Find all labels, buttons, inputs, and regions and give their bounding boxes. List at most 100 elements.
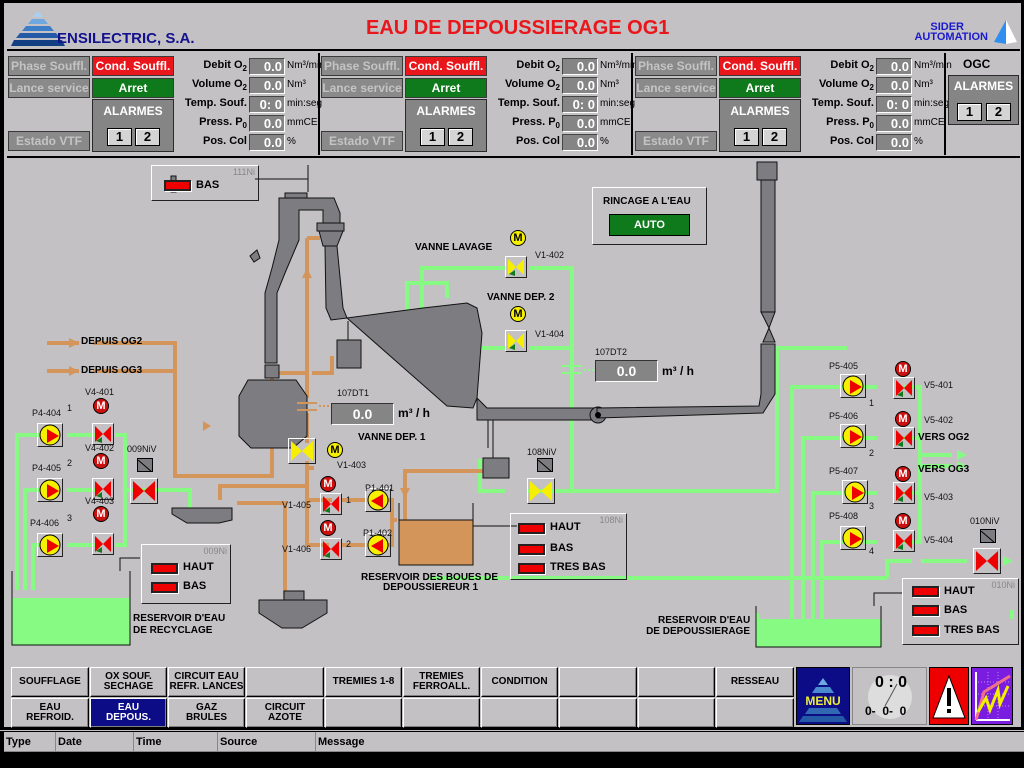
lance-service-button[interactable]: Lance service bbox=[8, 78, 90, 98]
nav-button-row1-9[interactable] bbox=[638, 667, 715, 697]
col-date[interactable]: Date bbox=[56, 732, 134, 752]
nav-button-row2-7[interactable] bbox=[481, 698, 558, 728]
motor-v5-401[interactable]: M bbox=[895, 361, 911, 377]
phase-souffl-button[interactable]: Phase Souffl. bbox=[321, 56, 403, 76]
haut-label: HAUT bbox=[183, 561, 214, 573]
nav-button-row1-7[interactable]: CONDITION bbox=[481, 667, 558, 697]
phase-souffl-button[interactable]: Phase Souffl. bbox=[8, 56, 90, 76]
col-type[interactable]: Type bbox=[4, 732, 56, 752]
nav-button-row2-5[interactable] bbox=[325, 698, 402, 728]
valve-v5-402[interactable] bbox=[893, 427, 915, 449]
valve-v5-401[interactable] bbox=[893, 377, 915, 399]
trend-button[interactable] bbox=[971, 667, 1013, 725]
pump-p5-407[interactable] bbox=[842, 480, 868, 504]
valve-icon bbox=[976, 551, 998, 571]
pump-p1-402[interactable] bbox=[365, 533, 391, 557]
motor-v5-404[interactable]: M bbox=[895, 513, 911, 529]
pump-icon bbox=[844, 481, 866, 503]
motor-v4-402[interactable]: M bbox=[93, 453, 109, 469]
motor-v1-403[interactable]: M bbox=[327, 442, 343, 458]
col-time[interactable]: Time bbox=[134, 732, 218, 752]
window-frame bbox=[0, 0, 1024, 730]
valve-v1-404[interactable] bbox=[505, 330, 527, 352]
param-label: Press. P0 bbox=[470, 116, 560, 130]
pump-p5-406[interactable] bbox=[840, 424, 866, 448]
estado-vtf-button[interactable]: Estado VTF bbox=[321, 131, 403, 151]
valve-v4-401[interactable] bbox=[92, 423, 114, 445]
tag-n2: 2 bbox=[869, 448, 875, 458]
motor-v1-405[interactable]: M bbox=[320, 476, 336, 492]
rincage-box: RINCAGE A L'EAU AUTO bbox=[592, 187, 707, 245]
nav-button-row1-1[interactable]: SOUFFLAGE bbox=[11, 667, 89, 697]
lance-service-button[interactable]: Lance service bbox=[321, 78, 403, 98]
clock-button[interactable]: 0 : 0 0- 0- 0 bbox=[852, 667, 927, 725]
nav-button-row2-3[interactable]: GAZ BRULES bbox=[168, 698, 245, 728]
pump-p5-408[interactable] bbox=[840, 526, 866, 550]
nav-button-row2-1[interactable]: EAU REFROID. bbox=[11, 698, 89, 728]
valve-v5-403[interactable] bbox=[893, 482, 915, 504]
alarm-button[interactable] bbox=[929, 667, 969, 725]
valve-v5-404[interactable] bbox=[893, 530, 915, 552]
motor-v1-404[interactable]: M bbox=[510, 306, 526, 322]
motor-v1-402[interactable]: M bbox=[510, 230, 526, 246]
ogc-alarm-2-button[interactable]: 2 bbox=[986, 103, 1011, 121]
flow-107dt1-value: 0.0 bbox=[331, 403, 394, 425]
nav-button-row1-3[interactable]: CIRCUIT EAU REFR. LANCES bbox=[168, 667, 245, 697]
motor-v4-403[interactable]: M bbox=[93, 506, 109, 522]
nav-button-row1-6[interactable]: TREMIES FERROALL. bbox=[403, 667, 480, 697]
bas-label: BAS bbox=[550, 542, 574, 554]
lance-service-button[interactable]: Lance service bbox=[635, 78, 717, 98]
nav-button-row2-10[interactable] bbox=[716, 698, 794, 728]
alarm-2-button[interactable]: 2 bbox=[762, 128, 787, 146]
reservoir-recyclage-label-1: RESERVOIR D'EAU bbox=[133, 613, 226, 624]
alarm-1-button[interactable]: 1 bbox=[107, 128, 132, 146]
vers-og2-label: VERS OG2 bbox=[918, 432, 970, 443]
pump-p4-404[interactable] bbox=[37, 423, 63, 447]
nav-button-row1-2[interactable]: OX SOUF. SECHAGE bbox=[90, 667, 167, 697]
menu-button[interactable]: MENU bbox=[796, 667, 850, 725]
valve-v1-402[interactable] bbox=[505, 256, 527, 278]
phase-souffl-button[interactable]: Phase Souffl. bbox=[635, 56, 717, 76]
col-message[interactable]: Message bbox=[318, 736, 365, 748]
estado-vtf-button[interactable]: Estado VTF bbox=[8, 131, 90, 151]
rincage-mode-button[interactable]: AUTO bbox=[609, 214, 690, 236]
motor-v1-406[interactable]: M bbox=[320, 520, 336, 536]
valve-icon bbox=[95, 426, 111, 443]
valve-009niv[interactable] bbox=[130, 478, 158, 504]
tag-n2: 2 bbox=[346, 539, 352, 549]
param-label: Pos. Col bbox=[157, 135, 247, 149]
alarm-2-button[interactable]: 2 bbox=[448, 128, 473, 146]
valve-010niv[interactable] bbox=[973, 548, 1001, 574]
nav-button-row1-10[interactable]: RESSEAU bbox=[716, 667, 794, 697]
col-source[interactable]: Source bbox=[218, 732, 316, 752]
nav-button-row1-8[interactable] bbox=[559, 667, 637, 697]
valve-v1-405[interactable] bbox=[320, 493, 342, 515]
pump-p5-405[interactable] bbox=[840, 374, 866, 398]
og-panel-2: Phase Souffl. Lance service Estado VTF C… bbox=[320, 53, 638, 155]
nav-button-row2-2[interactable]: EAU DEPOUS. bbox=[90, 698, 167, 728]
nav-button-row2-8[interactable] bbox=[559, 698, 637, 728]
motor-v5-402[interactable]: M bbox=[895, 411, 911, 427]
nav-button-row1-4[interactable] bbox=[246, 667, 324, 697]
pump-p4-406[interactable] bbox=[37, 533, 63, 557]
nav-button-row2-9[interactable] bbox=[638, 698, 715, 728]
valve-v4-403[interactable] bbox=[92, 533, 114, 555]
motor-v5-403[interactable]: M bbox=[895, 466, 911, 482]
nav-button-row1-5[interactable]: TREMIES 1-8 bbox=[325, 667, 402, 697]
valve-v1-403[interactable] bbox=[288, 438, 316, 464]
valve-108niv[interactable] bbox=[527, 478, 555, 504]
pump-p1-401[interactable] bbox=[365, 488, 391, 512]
vers-og3-label: VERS OG3 bbox=[918, 464, 970, 475]
ogc-alarm-1-button[interactable]: 1 bbox=[957, 103, 982, 121]
estado-vtf-button[interactable]: Estado VTF bbox=[635, 131, 717, 151]
alarm-2-button[interactable]: 2 bbox=[135, 128, 160, 146]
param-subscript: 0 bbox=[242, 121, 247, 131]
alarm-1-button[interactable]: 1 bbox=[734, 128, 759, 146]
pump-p4-405[interactable] bbox=[37, 478, 63, 502]
nav-button-row2-6[interactable] bbox=[403, 698, 480, 728]
alarm-1-button[interactable]: 1 bbox=[420, 128, 445, 146]
nav-button-row2-4[interactable]: CIRCUIT AZOTE bbox=[246, 698, 324, 728]
motor-v4-401[interactable]: M bbox=[93, 398, 109, 414]
valve-v4-402[interactable] bbox=[92, 478, 114, 500]
valve-v1-406[interactable] bbox=[320, 538, 342, 560]
